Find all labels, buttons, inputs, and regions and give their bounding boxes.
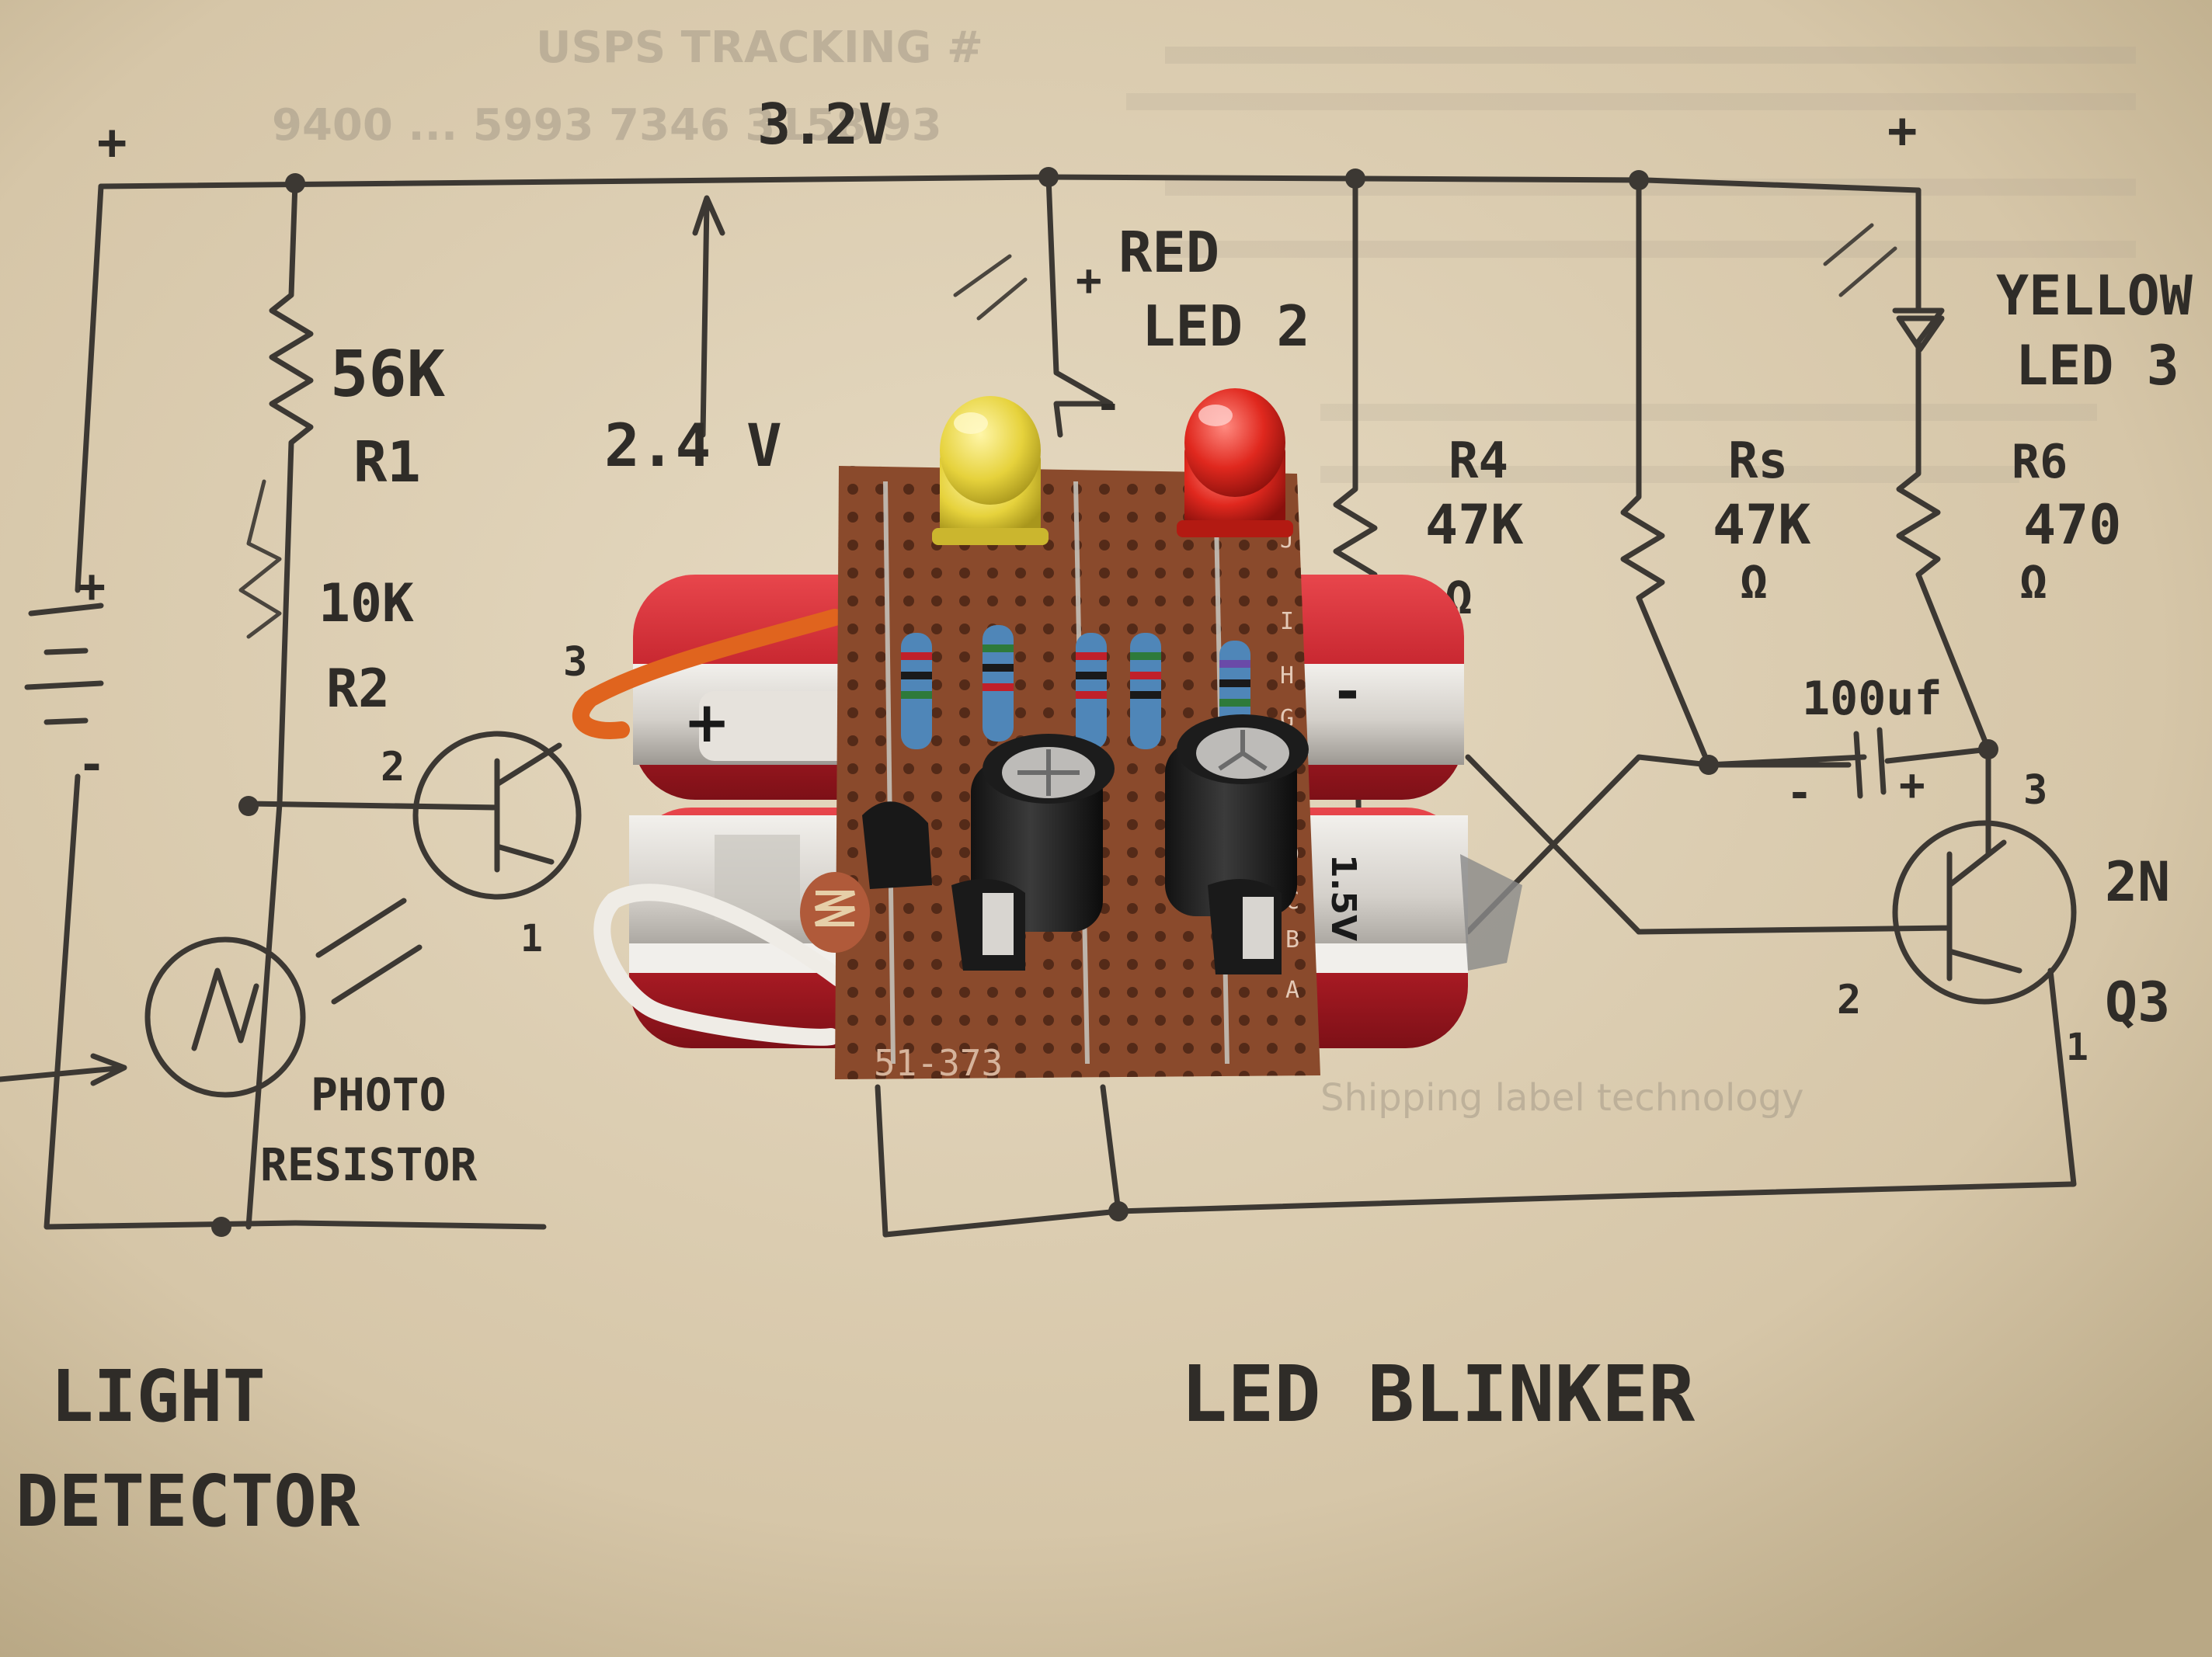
r1-resistor-wire	[245, 179, 314, 1230]
r6-value-label: 470	[2023, 493, 2121, 557]
bottom-rail-wire	[882, 967, 2077, 1238]
photoresistor-label-line2: RESISTOR	[260, 1138, 477, 1191]
r4-name-label: R4	[1449, 432, 1508, 490]
photoresistor-zigzag	[191, 967, 259, 1051]
resistor-r4-component	[1076, 633, 1107, 749]
transistor-type-label: 2N	[2105, 850, 2170, 914]
capacitor-right-component	[1165, 714, 1309, 916]
transistor-q1-component	[862, 801, 932, 889]
q3-pin-2-label: 2	[1837, 977, 1861, 1023]
capacitor-plus-label: +	[1899, 760, 1925, 811]
resistor-r1-component	[901, 633, 932, 749]
junction-dots	[211, 167, 1998, 1237]
r6-name-label: R6	[2012, 435, 2068, 489]
voltage-arrow	[692, 195, 725, 438]
light-detector-label-line1: LIGHT	[50, 1355, 266, 1438]
bottom-drop-wires	[875, 1084, 1122, 1238]
r1-name-label: R1	[353, 429, 421, 495]
r5-resistor-wire	[1620, 177, 1712, 768]
schematic-drawing	[0, 167, 2077, 1238]
supply-voltage-label: 3.2V	[757, 92, 892, 157]
red-led-minus-label: -	[1095, 380, 1122, 430]
yellow-led-arrows	[1823, 223, 1897, 297]
r5-ohm-label: Ω	[1740, 555, 1768, 610]
left-loop-wire	[43, 183, 547, 1230]
capacitor-symbol	[1706, 727, 1991, 799]
svg-text:A: A	[1285, 977, 1299, 1004]
svg-text:B: B	[1285, 926, 1299, 954]
top-right-plus: +	[1887, 102, 1918, 160]
q3-pin-3-label: 3	[2023, 767, 2047, 814]
q1-pin-2-label: 2	[381, 744, 405, 790]
cross-coupling-wires	[1465, 754, 1867, 935]
q1-pin-3-label: 3	[563, 639, 587, 686]
board-resistors	[901, 625, 1250, 749]
transistor-q3-leads	[1636, 839, 2022, 981]
red-led-component	[1177, 388, 1293, 537]
yellow-led-label-line1: YELLOW	[1996, 264, 2193, 328]
board-code-text: 51-373	[874, 1042, 1003, 1084]
top-left-plus: +	[97, 114, 127, 172]
schematic-labels: + 3.2V + + - 56K R1 10K R2 2.4 V RED LED…	[16, 92, 2193, 1543]
battery-symbol	[24, 603, 104, 725]
battery-plus-mark: +	[683, 690, 730, 755]
yellow-led-symbol	[1896, 315, 1945, 353]
shipping-label-text: Shipping label technology	[1320, 1076, 1804, 1120]
r2-name-label: R2	[326, 658, 390, 720]
base-wire	[245, 801, 500, 811]
q3-pin-1-label: 1	[2066, 1026, 2089, 1069]
red-led-symbol-wire	[1045, 174, 1114, 438]
tracking-number-text: 9400 ... 5993 7346 3158 93	[272, 100, 942, 151]
photoresistor-label-line1: PHOTO	[311, 1068, 447, 1121]
electrolytic-capacitors	[971, 714, 1309, 932]
capacitor-minus-label: -	[1786, 768, 1813, 818]
transistor-q3-symbol	[1892, 820, 2077, 1005]
red-led-label-line1: RED	[1118, 220, 1219, 285]
r4-value-label: 47K	[1425, 493, 1523, 557]
board-transistors	[862, 801, 1282, 974]
red-led-label-line2: LED 2	[1142, 294, 1310, 359]
battery-minus-mark: -	[1336, 658, 1359, 724]
battery-minus-label: -	[78, 738, 106, 792]
r6-resistor-wire	[1892, 187, 1991, 857]
battery-plus-label: +	[78, 559, 106, 613]
white-wire	[593, 884, 847, 1046]
red-led-arrows	[953, 254, 1028, 321]
input-arrow	[0, 1053, 127, 1086]
capacitor-value-label: 100uf	[1802, 672, 1942, 726]
r5-value-label: 47K	[1713, 493, 1810, 557]
r6-ohm-label: Ω	[2019, 555, 2047, 610]
yellow-led-component	[932, 396, 1049, 545]
led-blinker-label: LED BLINKER	[1181, 1349, 1696, 1440]
resistor-r5-component	[1130, 633, 1161, 749]
light-arrows	[315, 898, 423, 1005]
photoresistor-symbol	[144, 936, 306, 1098]
node-voltage-label: 2.4 V	[604, 411, 782, 480]
r5-name-label: Rs	[1728, 432, 1788, 490]
transistor-q1-leads	[494, 742, 562, 873]
svg-text:H: H	[1280, 662, 1294, 690]
r2-value-label: 10K	[318, 573, 414, 634]
light-detector-label-line2: DETECTOR	[16, 1460, 360, 1543]
transistor-q3-label: Q3	[2105, 971, 2170, 1034]
r1-value-label: 56K	[330, 338, 446, 412]
transistor-q1-symbol	[412, 731, 582, 900]
orange-wire	[572, 609, 843, 739]
q1-pin-1-label: 1	[520, 917, 543, 961]
red-led-plus-label: +	[1076, 255, 1102, 306]
tracking-title-text: USPS TRACKING #	[536, 23, 983, 73]
r2-resistor-wire	[238, 479, 282, 639]
resistor-r2-component	[983, 625, 1014, 742]
yellow-led-label-line2: LED 3	[2015, 334, 2179, 398]
battery-voltage-label: 1.5V	[1323, 854, 1363, 941]
photoresistor-component	[800, 872, 870, 953]
svg-text:I: I	[1280, 608, 1294, 635]
